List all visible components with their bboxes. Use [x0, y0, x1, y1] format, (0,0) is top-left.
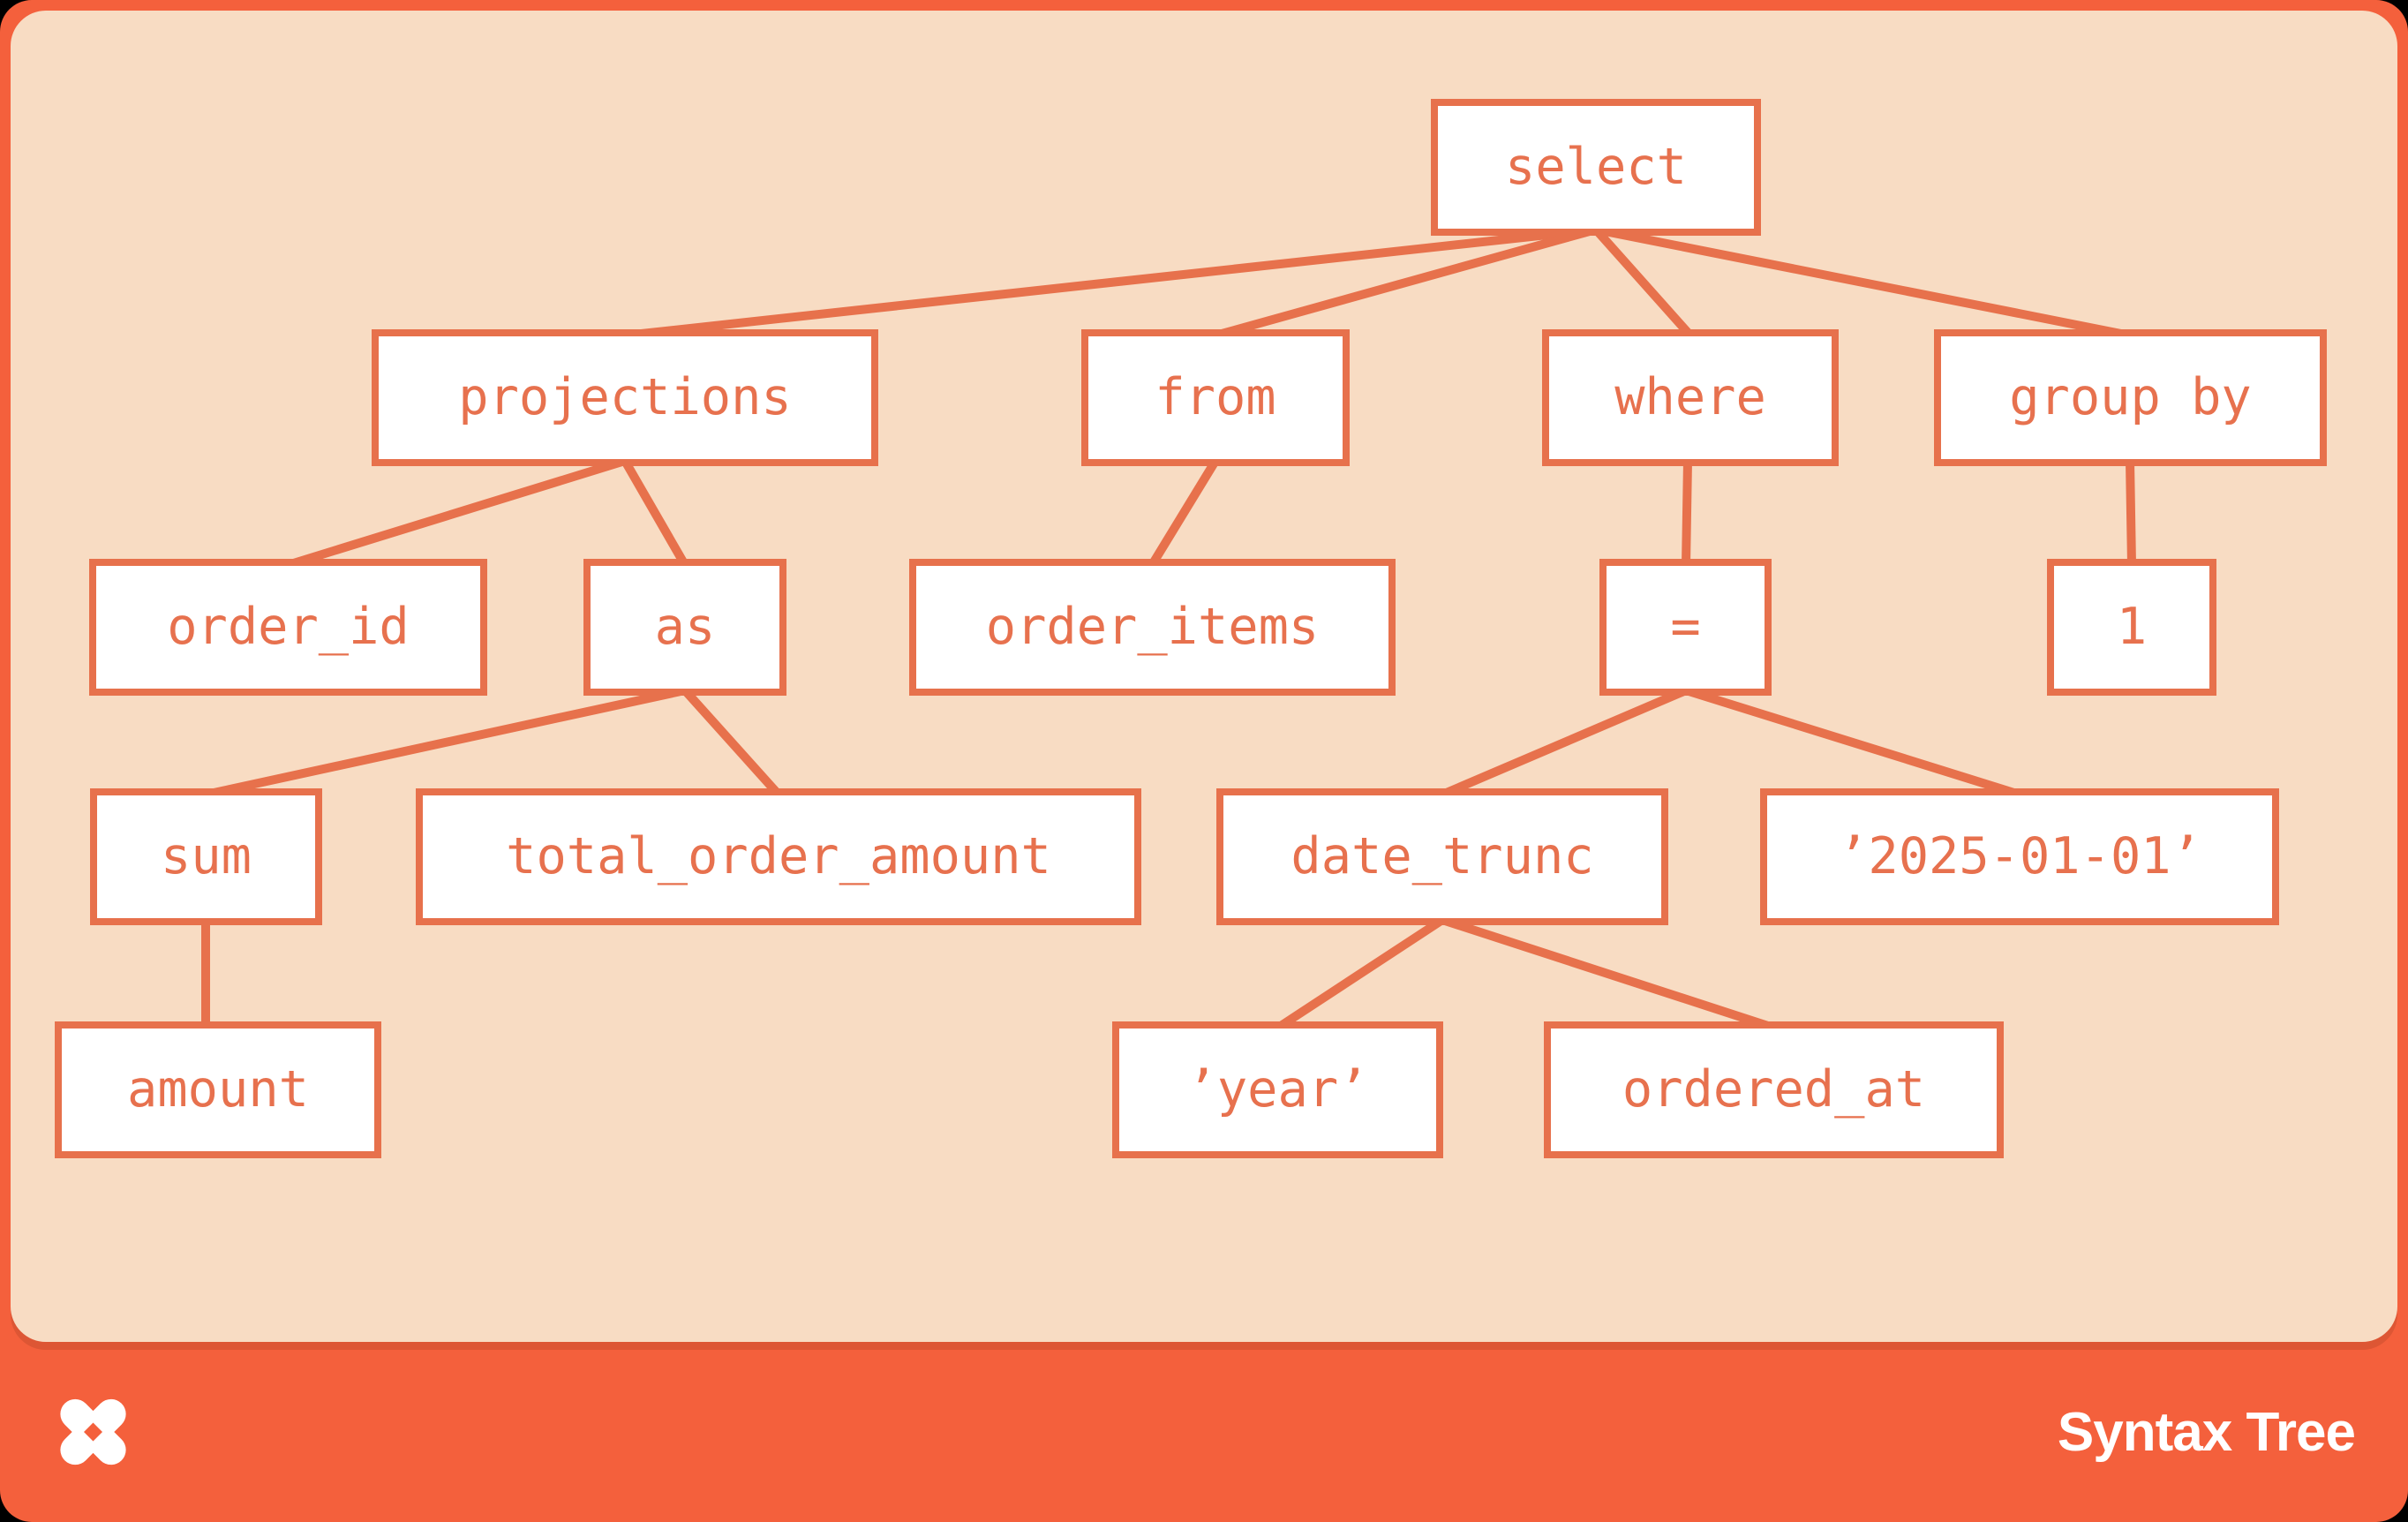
- node-total-order-amount: total_order_amount: [416, 788, 1141, 925]
- node-year-literal: ’year’: [1112, 1021, 1443, 1158]
- node-date-literal: ’2025-01-01’: [1760, 788, 2279, 925]
- node-where: where: [1542, 329, 1839, 466]
- node-as: as: [583, 559, 786, 696]
- node-projections: projections: [372, 329, 878, 466]
- node-one: 1: [2047, 559, 2216, 696]
- node-ordered-at: ordered_at: [1544, 1021, 2004, 1158]
- node-amount: amount: [55, 1021, 381, 1158]
- node-group-by: group by: [1934, 329, 2327, 466]
- node-sum: sum: [90, 788, 322, 925]
- footer-bar: Syntax Tree: [0, 1342, 2408, 1522]
- node-date-trunc: date_trunc: [1216, 788, 1668, 925]
- node-order-id: order_id: [89, 559, 487, 696]
- node-equals: =: [1599, 559, 1772, 696]
- node-order-items: order_items: [909, 559, 1396, 696]
- dagster-pinwheel-icon: [60, 1398, 126, 1465]
- node-from: from: [1081, 329, 1350, 466]
- node-select: select: [1431, 99, 1761, 236]
- footer-title: Syntax Tree: [2057, 1401, 2356, 1463]
